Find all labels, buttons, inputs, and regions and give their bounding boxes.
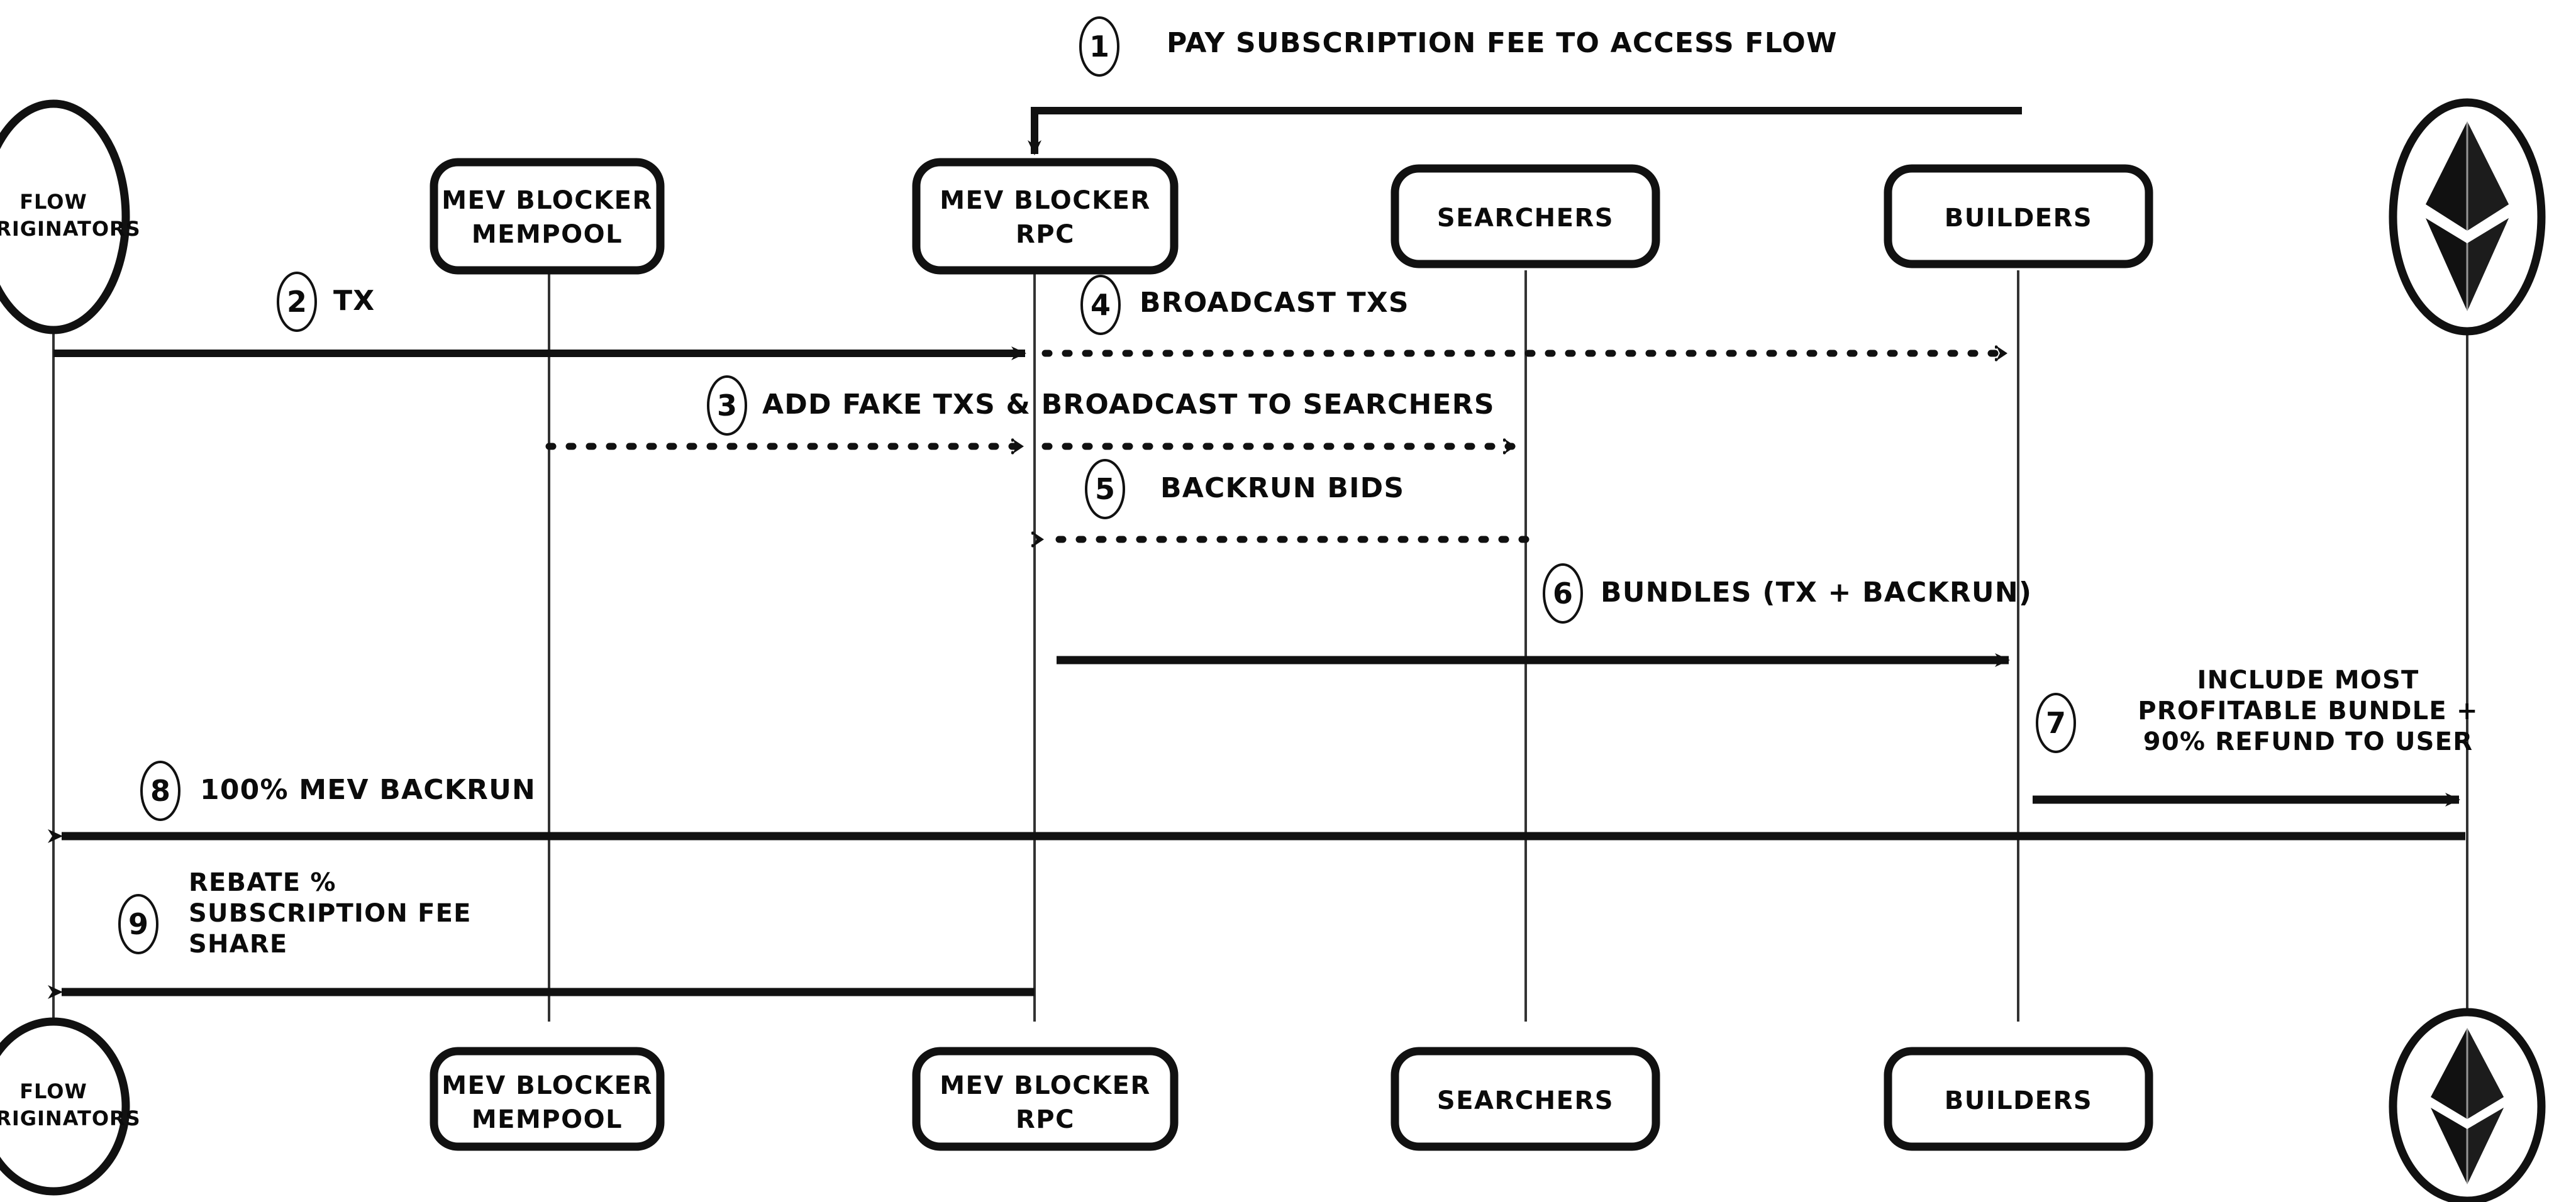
participant-flow-originators-top[interactable] bbox=[0, 99, 130, 334]
participant-mev-blocker-mempool-bottom[interactable] bbox=[430, 1047, 665, 1151]
participant-searchers-top[interactable] bbox=[1391, 164, 1660, 268]
badge-ellipse-2 bbox=[277, 272, 317, 332]
message-arrow-1[interactable] bbox=[1028, 107, 2022, 155]
badge-ellipse-4 bbox=[1080, 275, 1121, 335]
participant-builders-bottom[interactable] bbox=[1884, 1047, 2153, 1151]
participant-mev-blocker-mempool-top[interactable] bbox=[430, 158, 665, 275]
participant-flow-originators-bottom[interactable] bbox=[0, 1017, 130, 1196]
badge-ellipse-1 bbox=[1079, 16, 1119, 77]
badge-ellipse-5 bbox=[1085, 459, 1125, 519]
badge-ellipse-3 bbox=[707, 375, 747, 436]
participant-mev-blocker-rpc-top[interactable] bbox=[912, 158, 1179, 275]
lifelines bbox=[52, 270, 2468, 1022]
badge-ellipse-9 bbox=[118, 894, 158, 954]
badge-ellipse-7 bbox=[2036, 693, 2076, 753]
badge-ellipse-8 bbox=[140, 761, 180, 821]
participant-builders-top[interactable] bbox=[1884, 164, 2153, 268]
participant-shapes-bottom bbox=[0, 1008, 2546, 1202]
participant-mev-blocker-rpc-bottom[interactable] bbox=[912, 1047, 1179, 1151]
badge-ellipse-6 bbox=[1543, 563, 1583, 624]
participant-searchers-bottom[interactable] bbox=[1391, 1047, 1660, 1151]
ethereum-logo-icon-bottom bbox=[2431, 1028, 2504, 1184]
message-number-badges bbox=[118, 16, 2076, 954]
participant-shapes-top bbox=[0, 98, 2546, 336]
ethereum-logo-icon bbox=[2426, 121, 2509, 311]
